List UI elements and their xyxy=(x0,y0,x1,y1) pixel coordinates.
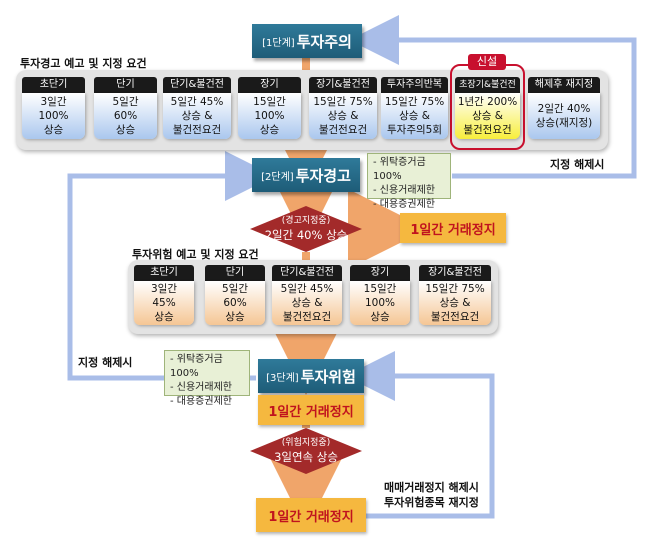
stage2-box: [2단계] 투자경고 xyxy=(252,158,360,192)
danger-card-5: 장기&불건전 15일간 75%상승 &불건전요건 xyxy=(419,265,491,325)
stage1-box: [1단계] 투자주의 xyxy=(252,24,362,58)
loop-stage3-release xyxy=(67,151,275,381)
release-label-top: 지정 해제시 xyxy=(550,158,605,171)
card-header: 단기&불건전 xyxy=(272,265,342,281)
card-header: 장기 xyxy=(238,77,301,93)
diamond1-text: (경고지정중) 2일간 40% 상승 xyxy=(264,216,348,242)
halt-box-3: 1일간 거래정지 xyxy=(256,498,366,532)
warning-panel-title: 투자경고 예고 및 지정 요건 xyxy=(20,57,147,70)
diamond-danger-condition xyxy=(250,428,362,474)
halt-box-1: 1일간 거래정지 xyxy=(400,213,506,243)
stage3-prefix: [3단계] xyxy=(266,372,299,384)
card-header: 장기 xyxy=(350,265,410,281)
diamond2-text: (위험지정중) 3일연속 상승 xyxy=(274,438,338,464)
warning-card-7: 초장기&불건전 1년간 200%상승 &불건전요건 xyxy=(455,77,520,139)
stage3-box: [3단계] 투자위험 xyxy=(258,359,364,393)
warning-card-5: 장기&불건전 15일간 75%상승 &불건전요건 xyxy=(309,77,377,139)
loop-stage2-release xyxy=(349,15,637,179)
card-header: 장기&불건전 xyxy=(309,77,377,93)
danger-card-3: 단기&불건전 5일간 45%상승 &불건전요건 xyxy=(272,265,342,325)
warning-card-8: 해제후 재지정 2일간 40%상승(재지정) xyxy=(528,77,600,139)
danger-panel-title: 투자위험 예고 및 지정 요건 xyxy=(132,248,259,261)
stage1-prefix: [1단계] xyxy=(262,37,295,49)
danger-restrictions-note: - 위탁증거금100% - 신용거래제한 - 대용증권제한 xyxy=(164,350,250,407)
halt-box-2: 1일간 거래정지 xyxy=(258,395,364,425)
warning-card-6: 투자주의반복 15일간 75%상승 &투자주의5회 xyxy=(381,77,448,139)
stage2-prefix: [2단계] xyxy=(261,171,294,183)
release-label-bottom: 매매거래정지 해제시 투자위험종목 재지정 xyxy=(384,481,479,509)
loop-halt3-release xyxy=(345,351,495,519)
stage2-title: 투자경고 xyxy=(295,166,351,185)
new-badge: 신설 xyxy=(468,54,506,70)
warning-card-3: 단기&불건전 5일간 45%상승 &불건전요건 xyxy=(163,77,231,139)
card-header: 단기 xyxy=(205,265,265,281)
card-header: 단기&불건전 xyxy=(163,77,231,93)
card-header: 해제후 재지정 xyxy=(528,77,600,93)
release-label-left: 지정 해제시 xyxy=(78,356,133,369)
card-header: 초단기 xyxy=(22,77,85,93)
card-header: 초단기 xyxy=(134,265,194,281)
diamond-warning-condition xyxy=(250,206,362,252)
card-header: 투자주의반복 xyxy=(381,77,448,93)
warning-restrictions-note: - 위탁증거금100% - 신용거래제한 - 대용증권제한 xyxy=(367,153,451,210)
card-header: 단기 xyxy=(94,77,157,93)
stage1-title: 투자주의 xyxy=(296,32,352,51)
stage3-title: 투자위험 xyxy=(300,367,356,386)
card-header: 초장기&불건전 xyxy=(455,77,520,93)
card-header: 장기&불건전 xyxy=(419,265,491,281)
